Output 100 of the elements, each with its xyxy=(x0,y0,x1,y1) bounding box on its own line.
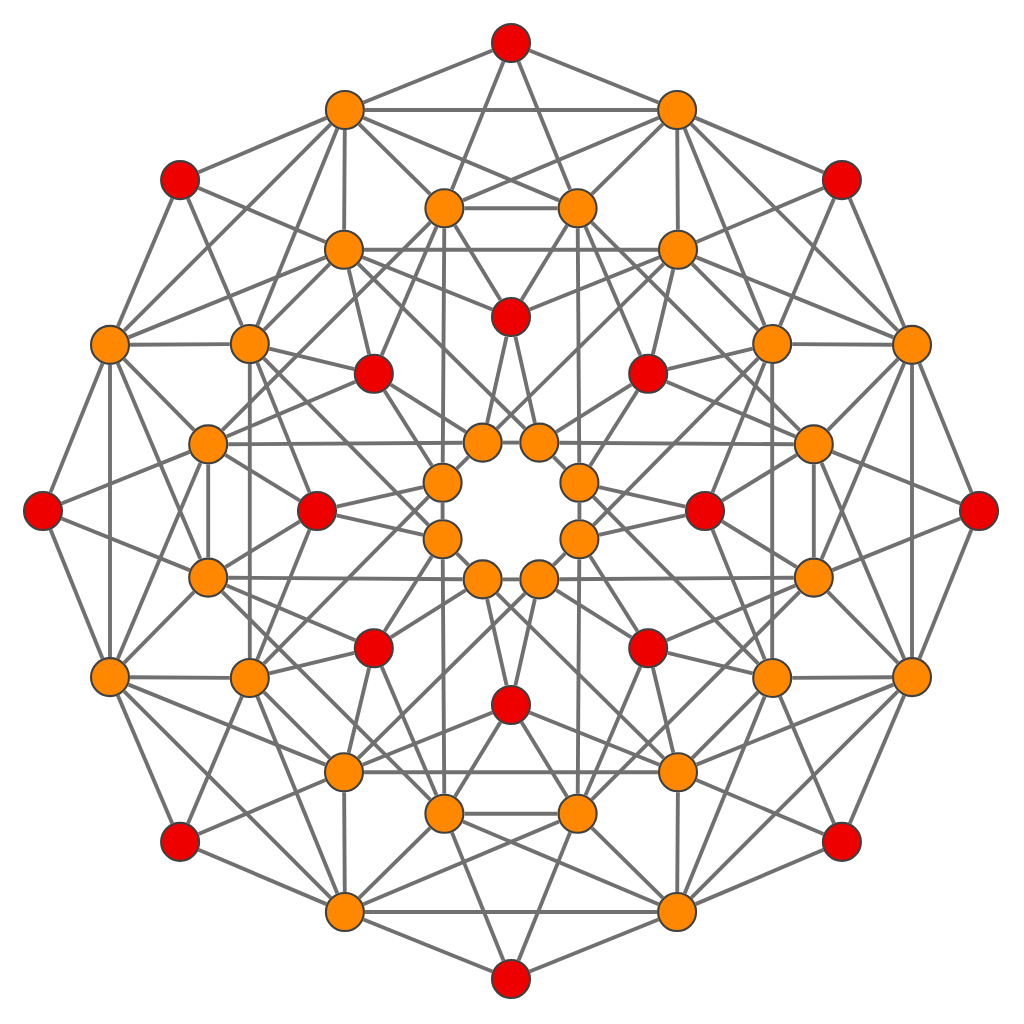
edge-line xyxy=(48,362,105,494)
edge-line xyxy=(453,224,503,301)
edge-line xyxy=(262,262,332,332)
edge-line xyxy=(228,440,463,447)
edge-line xyxy=(695,682,895,767)
edge-line xyxy=(485,336,509,424)
edge-line xyxy=(361,255,494,312)
edge-line xyxy=(362,917,494,974)
edge-line xyxy=(917,528,974,660)
vertex-dot xyxy=(657,89,698,131)
vertex-dot xyxy=(657,229,699,270)
edge-line xyxy=(255,528,312,661)
edge-line xyxy=(792,675,892,680)
edge-line xyxy=(694,847,825,906)
edge-line xyxy=(197,778,327,836)
edge-line xyxy=(453,721,503,798)
edge-line xyxy=(831,516,962,572)
vertex-dot xyxy=(559,519,600,560)
edge-line xyxy=(665,379,797,439)
edge-line xyxy=(224,519,301,569)
edge-line xyxy=(583,665,643,797)
edge-line xyxy=(590,122,665,196)
edge-line xyxy=(502,440,520,445)
edge-line xyxy=(389,382,467,434)
vertex-dot xyxy=(188,557,229,598)
edge-line xyxy=(675,130,680,230)
edge-line xyxy=(917,362,974,494)
vertex-dot xyxy=(793,557,834,598)
vertex-dot xyxy=(793,424,834,465)
edge-line xyxy=(255,361,312,494)
edge-line xyxy=(575,228,582,463)
edge-line xyxy=(262,690,332,760)
edge-line xyxy=(197,847,328,906)
edge-line xyxy=(689,122,900,333)
edge-line xyxy=(60,450,191,506)
edge-line xyxy=(225,583,357,643)
edge-line xyxy=(455,552,470,567)
vertex-dot xyxy=(424,793,465,834)
vertex-dot xyxy=(353,353,394,394)
edge-line xyxy=(513,598,537,686)
edge-line xyxy=(389,588,467,640)
edge-line xyxy=(590,221,801,432)
edge-line xyxy=(690,690,760,760)
edge-line xyxy=(819,362,906,560)
edge-line xyxy=(721,453,798,503)
edge-line xyxy=(588,389,640,467)
vertex-dot xyxy=(519,422,560,463)
vertex-dot xyxy=(490,296,532,338)
edge-line xyxy=(122,689,333,900)
edge-line xyxy=(710,528,767,661)
edge-line xyxy=(130,675,230,680)
edge-line xyxy=(364,247,658,252)
vertex-dot xyxy=(490,22,532,64)
vertex-dot xyxy=(229,657,270,699)
edge-line xyxy=(811,464,816,558)
edge-line xyxy=(555,588,633,640)
edge-line xyxy=(186,197,244,327)
edge-line xyxy=(588,555,640,633)
vertex-dot xyxy=(324,89,365,131)
vertex-dot xyxy=(657,891,698,933)
edge-line xyxy=(362,116,560,203)
vertex-dot xyxy=(490,684,532,726)
edge-line xyxy=(665,583,797,643)
edge-line xyxy=(528,710,661,767)
edge-line xyxy=(221,221,432,432)
edge-line xyxy=(440,228,447,463)
edge-line xyxy=(268,651,355,676)
edge-line xyxy=(357,826,432,900)
edge-line xyxy=(598,513,686,537)
edge-line xyxy=(528,48,660,105)
edge-line xyxy=(127,255,327,340)
edge-line xyxy=(682,127,767,327)
vertex-dot xyxy=(684,490,726,532)
edge-line xyxy=(346,667,371,754)
edge-line xyxy=(682,695,767,895)
vertex-dot xyxy=(628,353,669,394)
edge-line xyxy=(848,694,906,825)
edge-line xyxy=(462,116,660,203)
edge-line xyxy=(502,577,520,582)
edge-line xyxy=(710,361,767,494)
vertex-dot xyxy=(22,490,64,532)
edge-line xyxy=(221,590,432,801)
vertex-dot xyxy=(229,323,270,365)
edge-line xyxy=(778,695,836,825)
edge-line xyxy=(651,268,676,355)
vertex-dot xyxy=(422,462,463,503)
edge-line xyxy=(255,127,340,327)
edge-line xyxy=(379,665,439,797)
edge-line xyxy=(255,695,340,895)
vertex-dot xyxy=(891,324,933,365)
vertex-dot xyxy=(752,657,793,699)
vertex-dot xyxy=(559,462,600,503)
vertex-dot xyxy=(323,229,365,270)
edge-line xyxy=(206,464,211,558)
edge-line xyxy=(590,826,665,900)
edge-line xyxy=(362,819,560,906)
edge-line xyxy=(364,108,658,112)
edge-line xyxy=(519,721,569,798)
edge-line xyxy=(356,592,527,760)
vertex-dot xyxy=(296,490,338,532)
